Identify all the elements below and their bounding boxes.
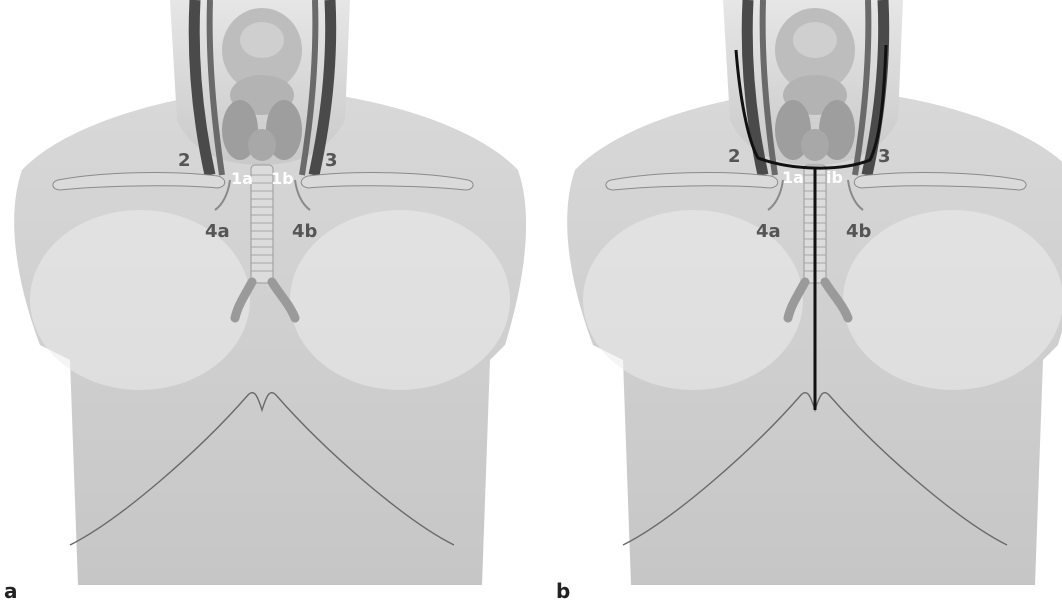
zone-3-label: 3 bbox=[878, 146, 891, 167]
zone-1a-label: 1a bbox=[231, 169, 253, 188]
zone-3-label: 3 bbox=[325, 150, 338, 171]
zone-2-label: 2 bbox=[728, 146, 741, 167]
zone-2-label: 2 bbox=[178, 150, 191, 171]
zone-4a-label: 4a bbox=[205, 221, 230, 242]
panel-a-letter: a bbox=[4, 579, 18, 603]
zone-1a-label: 1a bbox=[782, 168, 804, 187]
zone-4a-label: 4a bbox=[756, 221, 781, 242]
zone-4b-label: 4b bbox=[846, 221, 872, 242]
panel-b: 2 3 1a ib 4a 4b b bbox=[556, 0, 1062, 603]
panel-a: 2 3 1a 1b 4a 4b a bbox=[4, 0, 526, 603]
zone-4b-label: 4b bbox=[292, 221, 318, 242]
zone-1b-label: 1b bbox=[271, 169, 294, 188]
zone-1b-label: ib bbox=[826, 168, 843, 187]
panel-b-letter: b bbox=[556, 579, 570, 603]
